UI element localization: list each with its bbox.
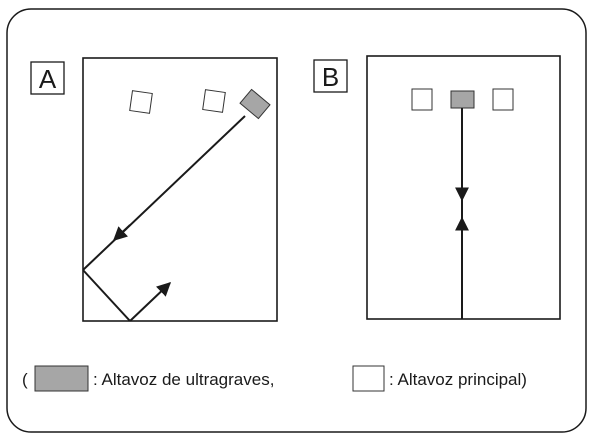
legend-main-swatch <box>352 365 385 392</box>
main-speaker-b-left <box>411 88 433 111</box>
panel-b: B <box>313 55 561 320</box>
path-a-diagonal-arrow <box>112 224 131 241</box>
main-speaker-a-right <box>202 89 226 113</box>
legend-subwoofer-swatch <box>34 365 89 392</box>
path-a-reflection <box>82 269 131 322</box>
main-speaker-a-left <box>129 90 153 114</box>
panel-b-label-box <box>313 59 348 93</box>
path-a-outgoing-arrow <box>129 282 172 322</box>
subwoofer-a <box>239 88 271 120</box>
path-a-diagonal <box>82 115 246 271</box>
legend-open-paren: ( <box>22 370 28 389</box>
legend-subwoofer-text: : Altavoz de ultragraves, <box>93 370 274 389</box>
subwoofer-b <box>450 90 475 109</box>
panel-a-label: A <box>39 64 57 94</box>
panel-a-label-box <box>30 61 65 95</box>
panel-a: A <box>30 57 278 322</box>
panel-b-label: B <box>322 62 339 92</box>
main-speaker-b-right <box>492 88 514 111</box>
legend: ( : Altavoz de ultragraves, : Altavoz pr… <box>22 365 527 392</box>
legend-main-text: : Altavoz principal) <box>389 370 527 389</box>
